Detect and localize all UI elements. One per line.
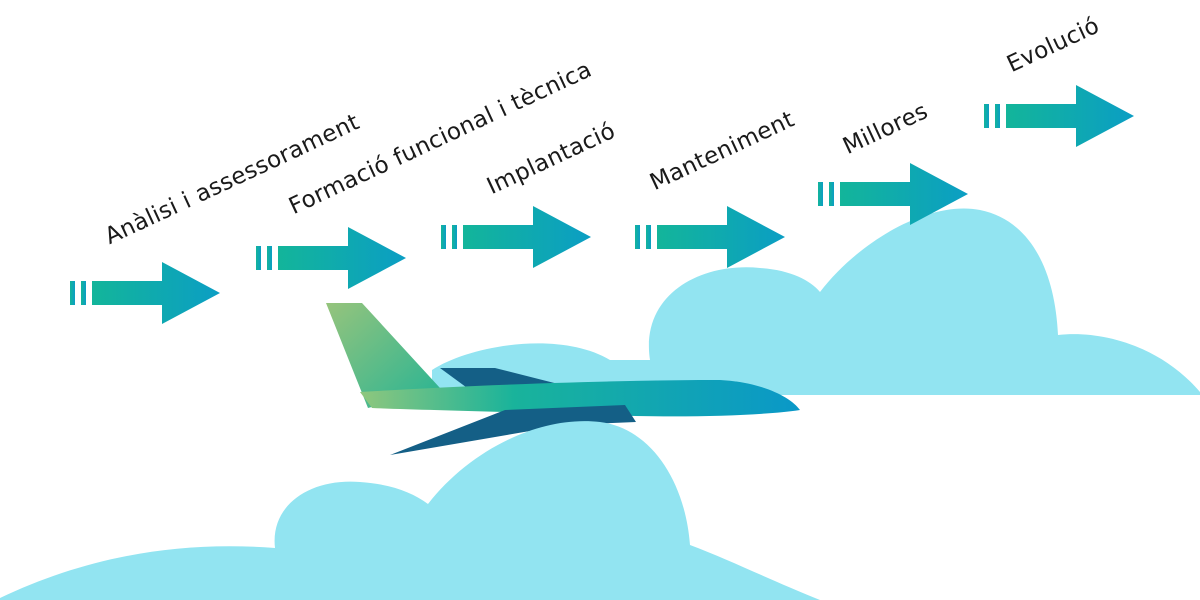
step-arrow-icon (635, 206, 785, 268)
cloud-icon (0, 421, 820, 600)
step-arrow-icon (70, 262, 220, 324)
airplane-icon (326, 303, 800, 455)
cloud-icon (432, 208, 1200, 395)
step-arrow-icon (256, 227, 406, 289)
step-arrow-icon (984, 85, 1134, 147)
step-arrow-icon (441, 206, 591, 268)
